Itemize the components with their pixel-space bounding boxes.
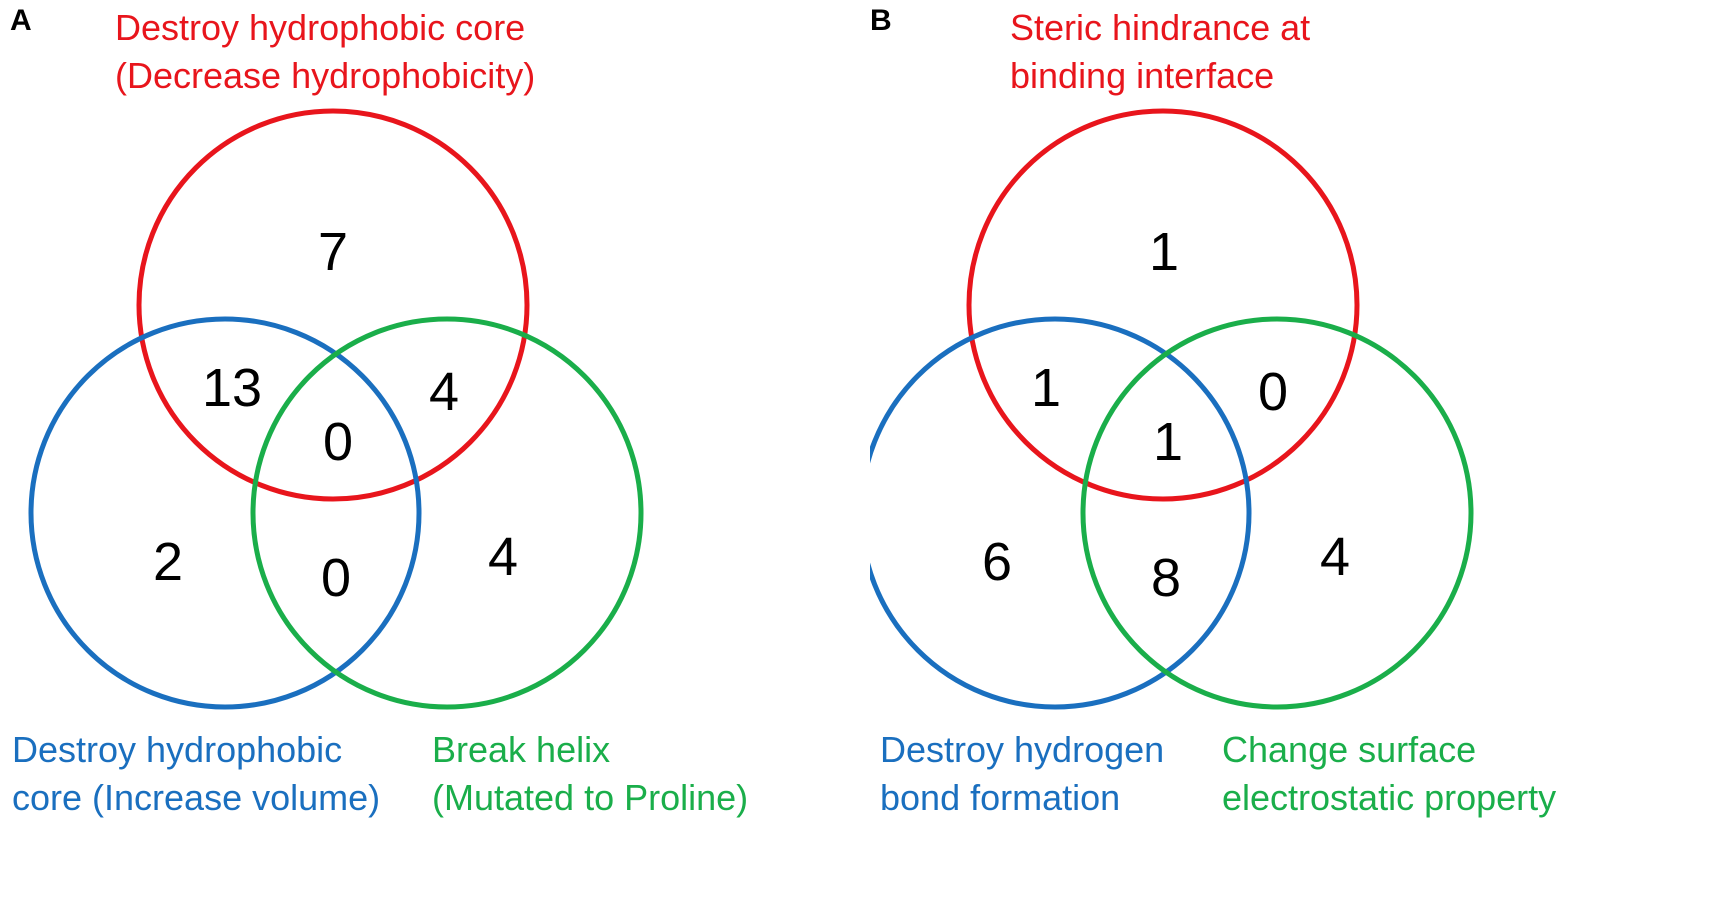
count-left-only-a: 2 (153, 532, 183, 592)
set-label-right-a-line1: Break helix (432, 729, 611, 770)
venn-diagram-a: 7 13 4 0 2 0 4 (28, 108, 644, 710)
count-top-left-b: 1 (1031, 358, 1061, 418)
count-right-only-b: 4 (1320, 527, 1350, 587)
circle-right-b (1080, 316, 1474, 710)
set-label-left-b-line2: bond formation (880, 777, 1121, 818)
count-all-three-b: 1 (1153, 412, 1183, 472)
venn-panel-a: A Destroy hydrophobic core (Decrease hyd… (10, 4, 748, 822)
count-top-right-b: 0 (1258, 362, 1288, 422)
set-label-top-b: Steric hindrance at binding interface (1010, 4, 1310, 100)
set-label-left-b-line1: Destroy hydrogen (880, 729, 1165, 770)
count-top-left-a: 13 (202, 358, 262, 418)
count-top-only-a: 7 (318, 222, 348, 282)
venn-diagram-b: 1 1 0 1 6 8 4 (870, 108, 1474, 710)
set-label-left-b: Destroy hydrogen bond formation (880, 726, 1164, 822)
circle-left-b (870, 316, 1252, 710)
set-label-right-b: Change surface electrostatic property (1222, 726, 1556, 822)
set-label-left-a-line1: Destroy hydrophobic (12, 729, 343, 770)
set-label-top-b-line2: binding interface (1010, 55, 1275, 96)
count-right-only-a: 4 (488, 527, 518, 587)
count-top-only-b: 1 (1149, 222, 1179, 282)
count-top-right-a: 4 (429, 362, 459, 422)
circle-right-a (250, 316, 644, 710)
set-label-left-a: Destroy hydrophobic core (Increase volum… (12, 726, 380, 822)
set-label-top-b-line1: Steric hindrance at (1010, 7, 1311, 48)
set-label-right-b-line1: Change surface (1222, 729, 1477, 770)
count-left-right-b: 8 (1151, 548, 1181, 608)
set-label-top-a: Destroy hydrophobic core (Decrease hydro… (115, 4, 535, 100)
set-label-right-a-line2: (Mutated to Proline) (432, 777, 749, 818)
set-label-top-a-line2: (Decrease hydrophobicity) (115, 55, 536, 96)
set-label-right-b-line2: electrostatic property (1222, 777, 1557, 818)
venn-panel-b: B Steric hindrance at binding interface … (870, 0, 1729, 906)
panel-letter-b: B (870, 4, 892, 37)
set-label-top-a-line1: Destroy hydrophobic core (115, 7, 526, 48)
set-label-left-a-line2: core (Increase volume) (12, 777, 381, 818)
circle-top-a (136, 108, 530, 502)
panel-letter-a: A (10, 4, 32, 37)
count-left-only-b: 6 (982, 532, 1012, 592)
count-left-right-a: 0 (321, 548, 351, 608)
set-label-right-a: Break helix (Mutated to Proline) (432, 726, 748, 822)
circle-top-b (966, 108, 1360, 502)
count-all-three-a: 0 (323, 412, 353, 472)
circle-left-a (28, 316, 422, 710)
